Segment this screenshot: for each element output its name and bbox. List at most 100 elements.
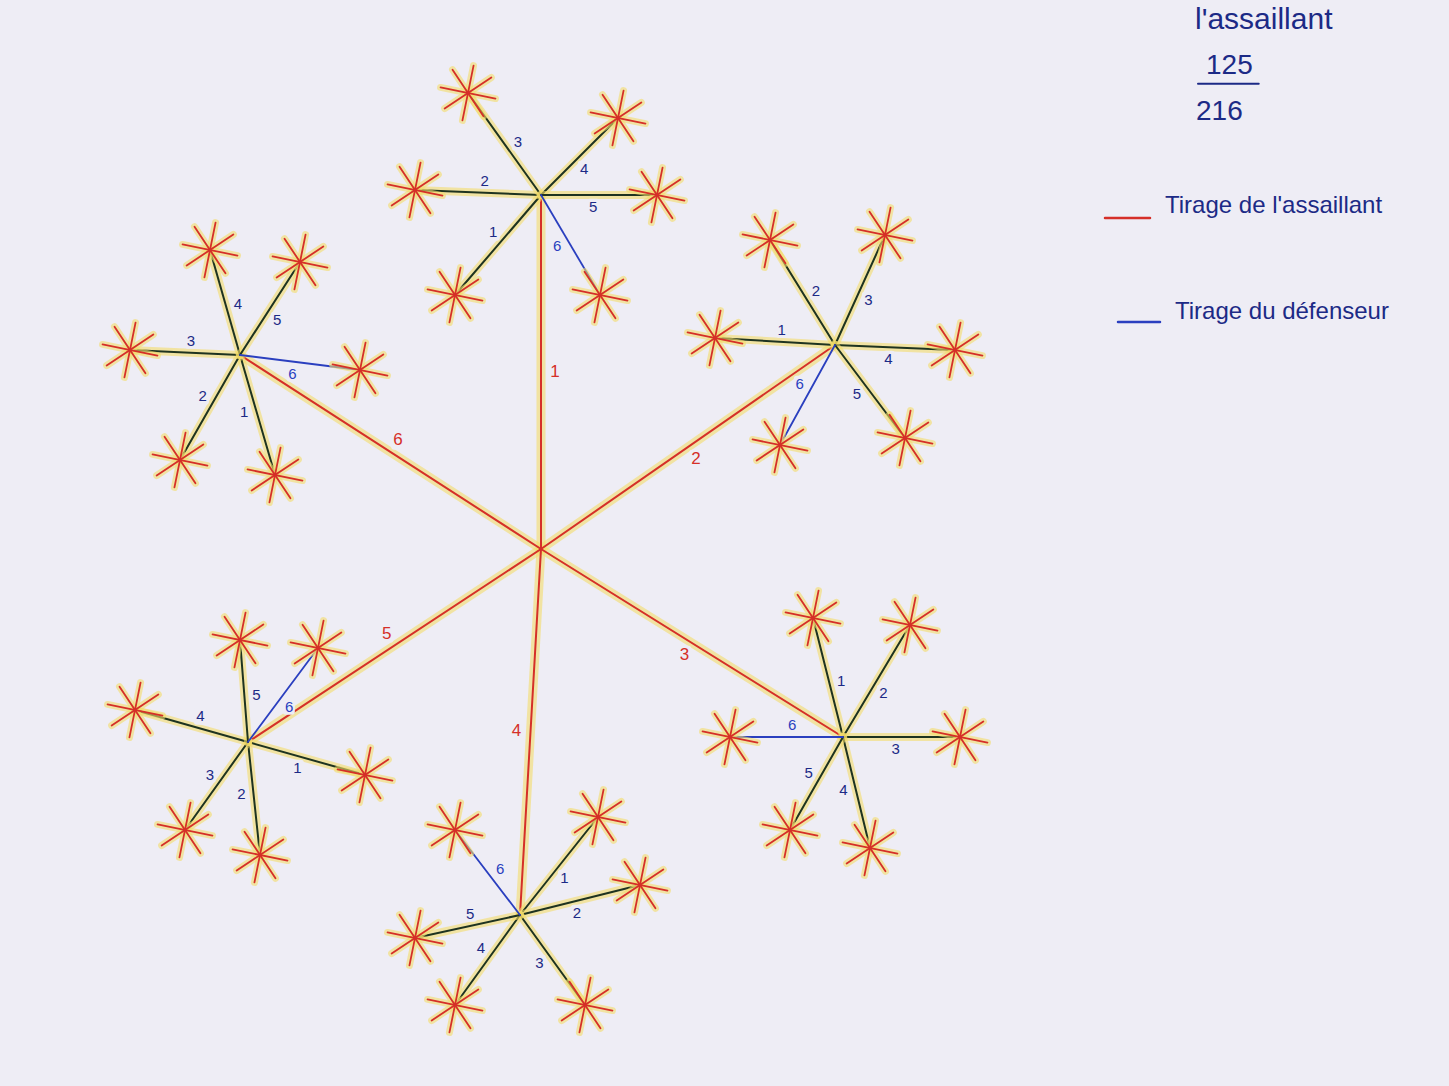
asterisk-halo — [187, 235, 234, 266]
branch-halo — [520, 549, 541, 915]
branch-number: 2 — [196, 388, 208, 405]
outcome-asterisk — [747, 225, 794, 256]
asterisk-halo — [107, 335, 154, 366]
branch-number: 3 — [678, 646, 691, 665]
defender-branch — [240, 262, 300, 355]
asterisk-halo — [295, 633, 342, 664]
outcome-asterisk — [392, 175, 439, 206]
outcome-asterisk — [932, 335, 979, 366]
asterisk-halo — [157, 445, 204, 476]
defender-branch — [455, 195, 541, 295]
asterisk-halo — [575, 802, 622, 833]
fraction-bar — [1198, 83, 1259, 85]
branch-number: 1 — [776, 322, 788, 339]
branch-halo — [240, 355, 541, 549]
branch-number: 1 — [548, 363, 561, 382]
asterisk-halo — [337, 355, 384, 386]
outcome-asterisk — [295, 633, 342, 664]
branch-number: 2 — [479, 173, 491, 190]
asterisk-halo — [882, 423, 929, 454]
branch-halo — [455, 195, 541, 295]
outcome-asterisk — [617, 870, 664, 901]
asterisk-halo — [217, 625, 264, 656]
outcome-asterisk — [252, 460, 299, 491]
branch-number: 4 — [837, 782, 849, 799]
attacker-branch — [520, 549, 541, 915]
branch-number: 6 — [786, 717, 798, 734]
branch-number: 3 — [512, 134, 524, 151]
branch-halo — [843, 625, 910, 737]
outcome-asterisk — [432, 280, 479, 311]
branch-number: 5 — [271, 311, 283, 328]
outcome-asterisk — [882, 423, 929, 454]
branch-number: 3 — [862, 292, 874, 309]
branch-number: 4 — [882, 351, 894, 368]
fraction-numerator: 125 — [1206, 50, 1253, 81]
outcome-asterisk — [237, 840, 284, 871]
branch-halo — [541, 549, 843, 737]
asterisk-halo — [432, 280, 479, 311]
asterisk-halo — [252, 460, 299, 491]
outcome-asterisk — [217, 625, 264, 656]
branch-number: 1 — [558, 870, 570, 887]
outcome-asterisk — [337, 355, 384, 386]
branch-halo — [248, 549, 541, 742]
defender-branch — [843, 625, 910, 737]
legend-text: Tirage du défenseur — [1175, 298, 1389, 324]
legend-line-sample — [1118, 321, 1160, 324]
asterisk-halo — [342, 760, 389, 791]
outcome-asterisk — [847, 833, 894, 864]
branch-number: 5 — [803, 765, 815, 782]
outcome-asterisk — [757, 430, 804, 461]
branch-number: 2 — [689, 449, 702, 468]
asterisk-halo — [432, 815, 479, 846]
asterisk-halo — [562, 990, 609, 1021]
branch-number: 5 — [851, 386, 863, 403]
outcome-asterisk — [790, 603, 837, 634]
branch-number: 5 — [587, 199, 599, 216]
branch-number: 4 — [232, 296, 244, 313]
branch-number: 3 — [204, 766, 216, 783]
heading-fragment: l'assaillant — [1195, 2, 1332, 35]
asterisk-halo — [392, 923, 439, 954]
branch-number: 1 — [487, 224, 499, 241]
asterisk-halo — [432, 990, 479, 1021]
outcome-asterisk — [162, 815, 209, 846]
branch-number: 4 — [510, 722, 523, 741]
legend-line-sample — [1105, 217, 1150, 220]
attacker-branch — [541, 549, 843, 737]
branch-number: 5 — [380, 624, 393, 643]
outcome-asterisk — [157, 445, 204, 476]
defender-win-branch — [248, 648, 318, 742]
branch-halo — [537, 195, 546, 549]
asterisk-halo — [767, 815, 814, 846]
branch-number: 5 — [464, 905, 476, 922]
outcome-asterisk — [634, 180, 681, 211]
branch-number: 1 — [291, 760, 303, 777]
outcome-asterisk — [112, 695, 159, 726]
branch-number: 2 — [571, 905, 583, 922]
branch-number: 1 — [238, 404, 250, 421]
branch-number: 1 — [835, 672, 847, 689]
asterisk-halo — [707, 722, 754, 753]
branch-halo — [790, 737, 843, 830]
defender-branch — [180, 355, 240, 460]
asterisk-halo — [577, 280, 624, 311]
outcome-asterisk — [575, 802, 622, 833]
asterisk-halo — [847, 833, 894, 864]
branch-number: 6 — [286, 365, 298, 382]
asterisk-halo — [392, 175, 439, 206]
outcome-asterisk — [107, 335, 154, 366]
outcome-asterisk — [707, 722, 754, 753]
branch-halo — [185, 742, 248, 830]
branch-number: 2 — [877, 685, 889, 702]
branch-number: 6 — [391, 431, 404, 450]
outcome-asterisk — [342, 760, 389, 791]
defender-branch — [790, 737, 843, 830]
asterisk-halo — [932, 335, 979, 366]
branch-number: 3 — [533, 954, 545, 971]
outcome-asterisk — [577, 280, 624, 311]
branch-number: 6 — [283, 699, 295, 716]
branch-halo — [240, 262, 300, 355]
